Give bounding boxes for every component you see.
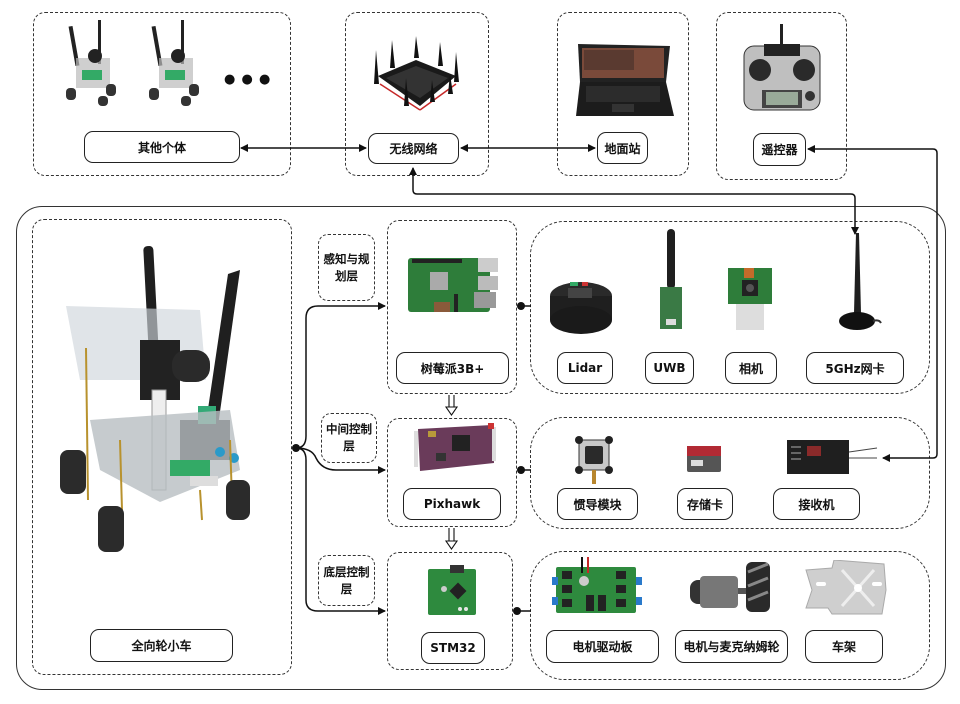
uwb-image	[660, 229, 682, 329]
stm32-label[interactable]: STM32	[421, 632, 485, 664]
raspberry-pi-label[interactable]: 树莓派3B+	[396, 352, 509, 384]
wireless-label[interactable]: 无线网络	[368, 133, 459, 164]
lidar-image	[550, 282, 612, 334]
controller-group-stm32	[387, 552, 513, 670]
pixhawk-image	[414, 423, 496, 471]
pixhawk-label[interactable]: Pixhawk	[403, 488, 501, 520]
uwb-label[interactable]: UWB	[645, 352, 694, 384]
ellipsis-more: ● ● ●	[224, 72, 272, 87]
layer-tag-middle: 中间控制层	[321, 413, 377, 463]
motor-mecanum-wheel-label[interactable]: 电机与麦克纳姆轮	[675, 630, 788, 663]
vehicle-label[interactable]: 全向轮小车	[90, 629, 233, 662]
others-label[interactable]: 其他个体	[84, 131, 240, 163]
sd-card-label[interactable]: 存储卡	[677, 488, 733, 520]
imu-module-label[interactable]: 惯导模块	[557, 488, 638, 520]
ground-station-label[interactable]: 地面站	[597, 132, 648, 164]
camera-label[interactable]: 相机	[725, 352, 777, 384]
remote-controller-image	[743, 24, 821, 111]
controller-group-pixhawk	[387, 418, 517, 527]
imu-module-image	[575, 436, 613, 484]
layer-tag-bottom: 底层控制层	[318, 555, 375, 606]
5ghz-nic-label[interactable]: 5GHz网卡	[806, 352, 904, 384]
omni-vehicle-image	[60, 245, 250, 552]
5ghz-antenna-image	[839, 233, 882, 330]
router-image	[374, 36, 459, 111]
lidar-label[interactable]: Lidar	[557, 352, 613, 384]
devices-group-middle	[530, 417, 930, 529]
receiver-image	[787, 440, 878, 474]
raspberry-pi-image	[408, 258, 498, 312]
motor-mecanum-wheel-image	[690, 562, 770, 612]
camera-image	[728, 268, 772, 330]
layer-tag-perception: 感知与规划层	[318, 234, 375, 301]
vehicle-group	[32, 219, 292, 675]
chassis-frame-image	[805, 560, 887, 615]
motor-driver-board-image	[552, 557, 642, 613]
chassis-frame-label[interactable]: 车架	[805, 630, 883, 663]
remote-label[interactable]: 遥控器	[753, 133, 806, 166]
devices-group-bottom	[530, 551, 930, 680]
stm32-image	[428, 565, 476, 615]
robot-image-1	[66, 20, 116, 106]
sd-card-image	[687, 446, 721, 472]
motor-driver-board-label[interactable]: 电机驱动板	[546, 630, 659, 663]
laptop-image	[576, 44, 674, 116]
robot-image-2	[149, 20, 199, 106]
others-group	[33, 12, 291, 176]
receiver-label[interactable]: 接收机	[773, 488, 860, 520]
